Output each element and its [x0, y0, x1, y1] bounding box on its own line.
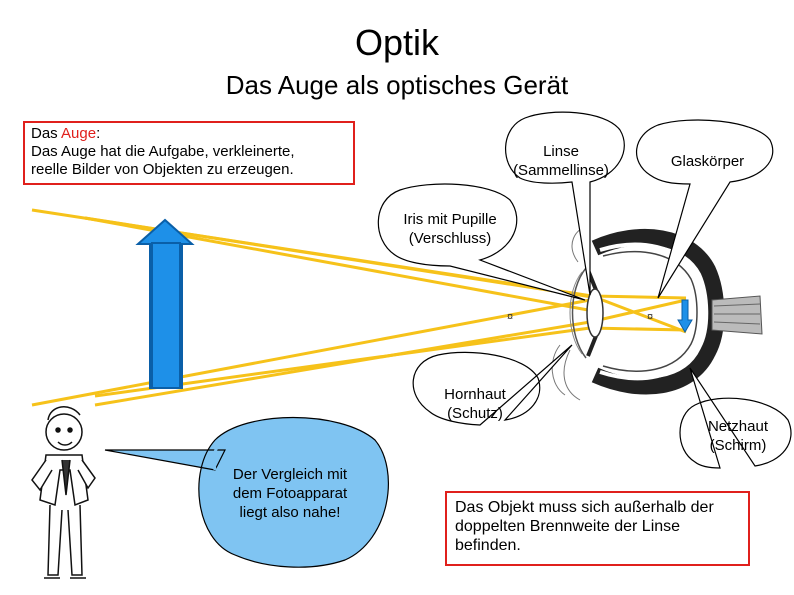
page-subtitle: Das Auge als optisches Gerät — [225, 70, 569, 100]
lens — [586, 288, 604, 338]
ray-bottom-3 — [31, 298, 591, 407]
ray-inside-3 — [589, 326, 687, 332]
vergleich-line-1: Der Vergleich mit — [232, 466, 348, 483]
linse-line-2: (Sammellinse) — [513, 162, 609, 179]
netzhaut-bubble — [679, 367, 792, 469]
retina-image-arrow — [677, 299, 693, 333]
note-line-3: befinden. — [455, 537, 521, 554]
netzhaut-line-1: Netzhaut — [707, 418, 769, 435]
object-arrow — [135, 218, 195, 389]
netzhaut-label: Netzhaut (Schirm) — [683, 417, 793, 455]
intro-line-1: Das Auge hat die Aufgabe, verkleinerte, — [31, 143, 295, 160]
iris-line-1: Iris mit Pupille — [403, 211, 497, 228]
callout-bubbles — [377, 111, 792, 469]
vergleich-bubble — [104, 416, 389, 568]
focal-mark-left: ¤ — [507, 311, 513, 323]
note-box: Das Objekt muss sich außerhalb der doppe… — [445, 491, 750, 566]
hornhaut-line-2: (Schutz) — [447, 405, 503, 422]
focal-mark-right: ¤ — [647, 311, 653, 323]
vergleich-line-3: liegt also nahe! — [239, 504, 341, 521]
intro-box: Das Auge: Das Auge hat die Aufgabe, verk… — [23, 121, 355, 185]
vergleich-label: Der Vergleich mit dem Fotoapparat liegt … — [200, 465, 380, 522]
vergleich-line-2: dem Fotoapparat — [232, 485, 348, 502]
intro-heading: Das Auge: — [31, 125, 347, 143]
linse-label: Linse (Sammellinse) — [505, 142, 617, 180]
sclera — [591, 229, 725, 395]
glaskoerper-line-1: Glaskörper — [670, 153, 745, 170]
intro-suffix: : — [96, 125, 101, 142]
cartoon-figure — [31, 406, 96, 579]
note-line-2: doppelten Brennweite der Linse — [455, 518, 681, 535]
iris-bubble — [377, 183, 586, 301]
iris-label: Iris mit Pupille (Verschluss) — [380, 210, 520, 248]
ray-inside-4 — [589, 298, 687, 324]
netzhaut-line-2: (Schirm) — [709, 437, 767, 454]
linse-bubble — [505, 111, 625, 296]
eye — [551, 224, 763, 401]
glaskoerper-bubble — [635, 119, 774, 299]
hornhaut-bubble — [412, 344, 573, 426]
iris-line-2: (Verschluss) — [408, 230, 492, 247]
cornea — [571, 267, 587, 359]
ray-inside-2 — [591, 294, 687, 334]
intro-keyword: Auge — [61, 125, 97, 142]
glaskoerper-label: Glaskörper — [645, 152, 770, 171]
linse-line-1: Linse — [543, 143, 579, 160]
page-title: Optik — [354, 22, 440, 63]
hornhaut-label: Hornhaut (Schutz) — [420, 385, 530, 423]
intro-line-2: reelle Bilder von Objekten zu erzeugen. — [31, 161, 294, 178]
ray-inside-1 — [591, 294, 687, 300]
intro-prefix: Das — [31, 125, 62, 142]
hornhaut-line-1: Hornhaut — [444, 386, 506, 403]
optic-nerve — [711, 295, 763, 335]
note-line-1: Das Objekt muss sich außerhalb der — [455, 499, 714, 516]
